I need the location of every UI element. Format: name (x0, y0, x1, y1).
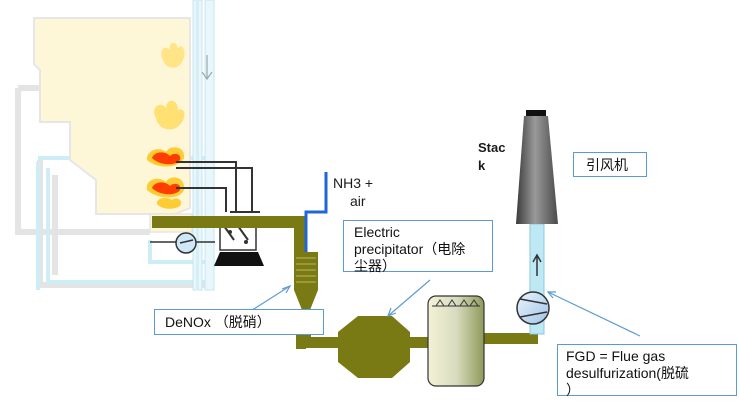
boiler-body (33, 17, 191, 215)
nh3-label: NH3 + (333, 175, 373, 191)
down-arrow-icon (201, 55, 213, 81)
fgd-absorber (427, 295, 485, 387)
precipitator-label-line1: Electric (354, 224, 400, 240)
flame-icons (146, 42, 185, 209)
stack-label-cont: k (478, 158, 486, 173)
denox-label-text: DeNOx （脱硝） (165, 314, 271, 330)
flue-gas-duct (152, 216, 538, 349)
fgd-label-line3: ） (566, 382, 580, 398)
denox-label: DeNOx （脱硝） (154, 309, 324, 335)
stack-label: Stac (478, 140, 505, 155)
fgd-label: FGD = Flue gas desulfurization(脱硫 ） (557, 344, 737, 398)
fan-label: 引风机 (573, 152, 647, 177)
precipitator-label: Electric precipitator（电除 尘器） (343, 220, 493, 274)
stack (516, 110, 558, 224)
precipitator-label-line3: 尘器） (354, 258, 396, 274)
induced-draft-fan-icon (516, 291, 550, 325)
fgd-label-line2: desulfurization(脱硫 (566, 365, 689, 381)
fgd-label-line1: FGD = Flue gas (566, 348, 666, 364)
nh3-injection-line (304, 172, 328, 252)
feed-pump-icon (150, 232, 215, 254)
fan-label-text: 引风机 (586, 157, 628, 173)
burner-pipes (176, 161, 260, 213)
precipitator-label-line2: precipitator（电除 (354, 241, 466, 257)
riser-tubes (192, 0, 215, 291)
nh3-label-cont: air (350, 193, 366, 209)
electric-precipitator (338, 316, 410, 378)
